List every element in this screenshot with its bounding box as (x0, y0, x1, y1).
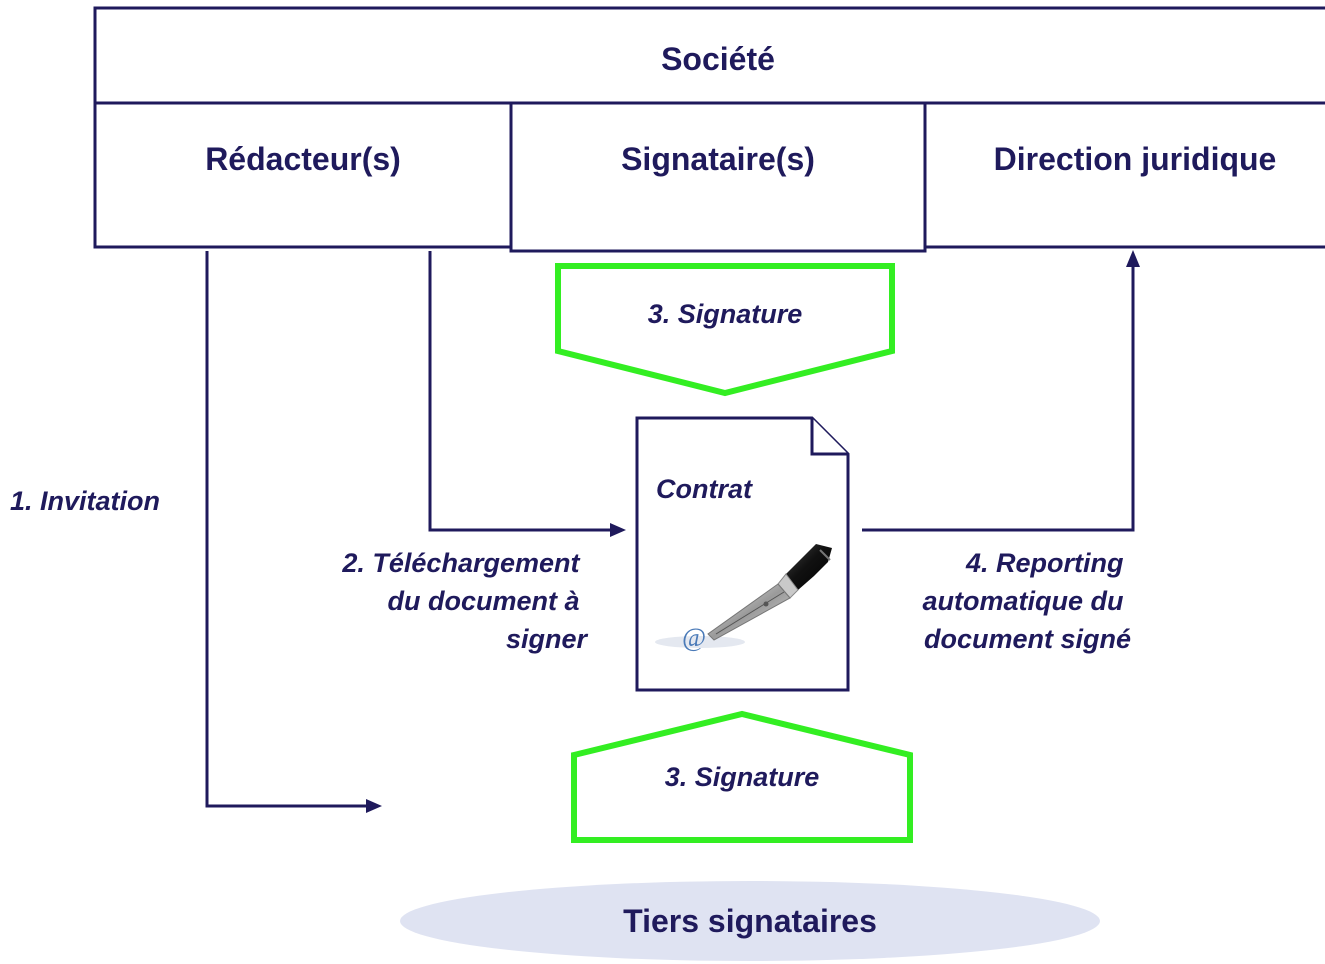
reporting-connector (862, 265, 1135, 532)
column-label-signataires: Signataire(s) (621, 141, 815, 177)
invitation-connector (205, 251, 368, 808)
upload-label-line-2: du document à (387, 586, 579, 616)
signature-bottom: 3. Signature (571, 710, 913, 843)
third-party-ellipse (400, 881, 1100, 961)
contract-document: Contrat @ (635, 416, 850, 692)
third-party-label: Tiers signataires (623, 903, 877, 939)
reporting-label: 4. Reporting automatique du document sig… (922, 548, 1131, 654)
signature-top: 3. Signature (555, 263, 895, 397)
company-header: Société (93, 6, 1325, 105)
document-page (635, 416, 850, 692)
upload-connector (428, 251, 611, 532)
upload-flow: 2. Téléchargement du document à signer (341, 251, 626, 654)
third-party-signers: Tiers signataires (400, 881, 1100, 961)
signature-top-label: 3. Signature (648, 299, 803, 329)
signature-bottom-shape (571, 710, 913, 843)
column-signataires: Signataire(s) (509, 101, 927, 253)
fountain-pen-icon: @ (655, 544, 832, 652)
at-sign-glyph: @ (682, 623, 706, 652)
reporting-label-line-2: automatique du (922, 586, 1124, 616)
column-label-redacteurs: Rédacteur(s) (205, 141, 401, 177)
column-label-direction-juridique: Direction juridique (994, 141, 1277, 177)
document-folded-corner (810, 418, 848, 456)
upload-arrow-head (610, 523, 626, 537)
reporting-label-line-1: 4. Reporting (965, 548, 1124, 578)
signature-bottom-label: 3. Signature (665, 762, 820, 792)
document-label: Contrat (656, 474, 753, 504)
upload-label-line-1: 2. Téléchargement (341, 548, 580, 578)
upload-label: 2. Téléchargement du document à signer (341, 548, 588, 654)
invitation-arrow-head (366, 799, 382, 813)
column-direction-juridique: Direction juridique (923, 101, 1325, 249)
signature-top-shape (555, 263, 895, 397)
invitation-label: 1. Invitation (10, 486, 160, 516)
invitation-flow: 1. Invitation (10, 251, 382, 813)
upload-label-line-3: signer (506, 624, 589, 654)
reporting-label-line-3: document signé (924, 624, 1131, 654)
reporting-flow: 4. Reporting automatique du document sig… (862, 250, 1140, 654)
reporting-arrow-head (1126, 250, 1140, 267)
column-redacteurs: Rédacteur(s) (93, 101, 513, 249)
company-label: Société (661, 41, 775, 77)
